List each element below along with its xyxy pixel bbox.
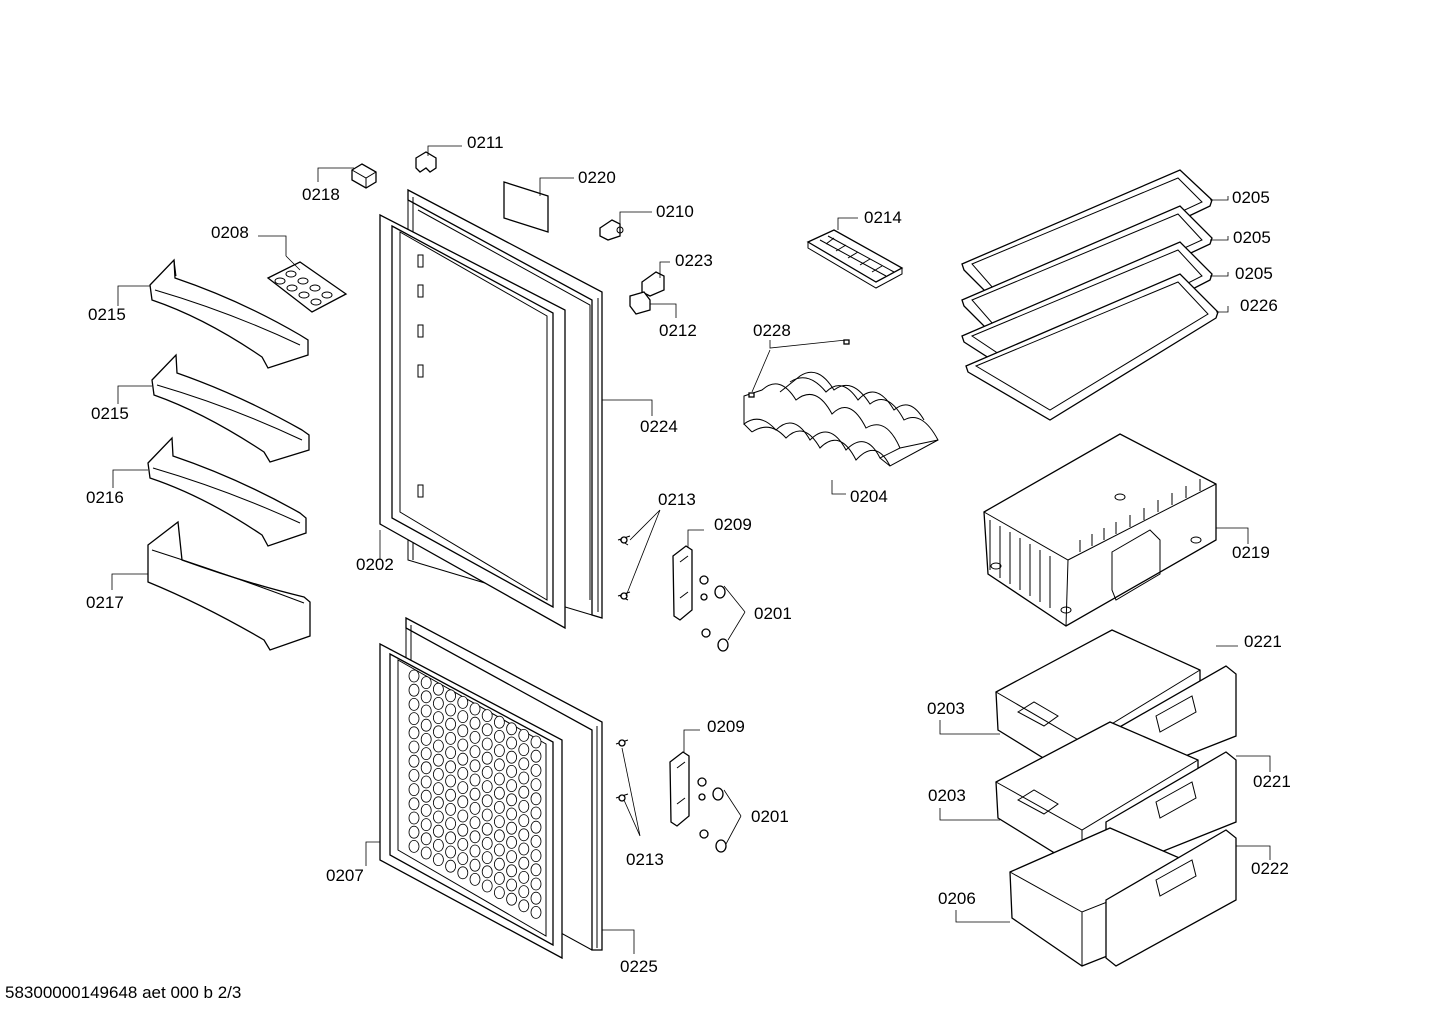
callout-0208: 0208 (211, 223, 249, 242)
callout-0209-lower: 0209 (707, 717, 745, 736)
glass-shelf-0205-1 (961, 169, 1213, 307)
hinge-part-0210 (599, 219, 624, 241)
callout-0215-lower: 0215 (91, 404, 129, 423)
callout-0204: 0204 (850, 487, 888, 506)
callout-0205-1: 0205 (1232, 188, 1270, 207)
callout-0205-2: 0205 (1233, 228, 1271, 247)
hinge-part-0223 (641, 271, 665, 297)
callout-0223: 0223 (675, 251, 713, 270)
drawing-reference-footer: 58300000149648 aet 000 b 2/3 (5, 983, 242, 1002)
crisper-bin-0219 (983, 433, 1217, 627)
callout-0203-upper: 0203 (927, 699, 965, 718)
door-shelf-0217 (147, 520, 311, 651)
callout-0210: 0210 (656, 202, 694, 221)
glass-shelf-0226 (965, 273, 1219, 421)
door-shelf-0215-lower (151, 353, 310, 463)
door-shelf-0216 (147, 436, 307, 547)
drawer-front-0222 (1105, 829, 1237, 967)
callout-0207: 0207 (326, 866, 364, 885)
callout-0214: 0214 (864, 208, 902, 227)
callout-0206: 0206 (938, 889, 976, 908)
callout-0211: 0211 (467, 133, 504, 152)
door-liner-dimples (408, 669, 542, 919)
callout-0224: 0224 (640, 417, 678, 436)
hinge-cover-0212 (629, 291, 651, 315)
callout-0221-lower: 0221 (1253, 772, 1291, 791)
egg-tray-0208 (266, 261, 348, 313)
callout-0216: 0216 (86, 488, 124, 507)
callout-0218: 0218 (302, 185, 340, 204)
callout-0220: 0220 (578, 168, 616, 187)
callout-0228: 0228 (753, 321, 791, 340)
callout-0222: 0222 (1251, 859, 1289, 878)
hinge-part-0211 (415, 151, 437, 173)
ice-cube-tray-0214 (806, 229, 904, 289)
callout-0209-upper: 0209 (714, 515, 752, 534)
callout-0221-upper: 0221 (1244, 632, 1282, 651)
callout-0219: 0219 (1232, 543, 1270, 562)
callout-0213-upper: 0213 (658, 490, 696, 509)
callout-0225: 0225 (620, 957, 658, 976)
screws-and-plugs-0201-lower (697, 777, 727, 853)
callout-0203-lower: 0203 (928, 786, 966, 805)
callout-0217: 0217 (86, 593, 124, 612)
callout-0201-lower: 0201 (751, 807, 789, 826)
handle-0209-upper (672, 545, 693, 621)
door-shelf-0215-upper (149, 258, 309, 369)
part-0228 (748, 339, 850, 398)
glass-shelf-0205-2 (961, 205, 1213, 343)
screws-and-plugs-0201-upper (699, 575, 729, 652)
screws-0213-upper (617, 535, 631, 601)
upper-door-gasket-0202 (379, 213, 566, 630)
callout-0201-upper: 0201 (754, 604, 792, 623)
callout-0202: 0202 (356, 555, 394, 574)
handle-0209-lower (669, 751, 690, 827)
callout-0226: 0226 (1240, 296, 1278, 315)
callout-0215-upper: 0215 (88, 305, 126, 324)
callout-0212: 0212 (659, 321, 697, 340)
bottle-rack-0204 (743, 371, 939, 467)
screws-0213-lower (615, 739, 629, 802)
label-plate-0220 (503, 181, 549, 233)
part-0218 (351, 163, 377, 189)
callout-0213-lower: 0213 (626, 850, 664, 869)
callout-0205-3: 0205 (1235, 264, 1273, 283)
leader-lines (111, 145, 1271, 954)
